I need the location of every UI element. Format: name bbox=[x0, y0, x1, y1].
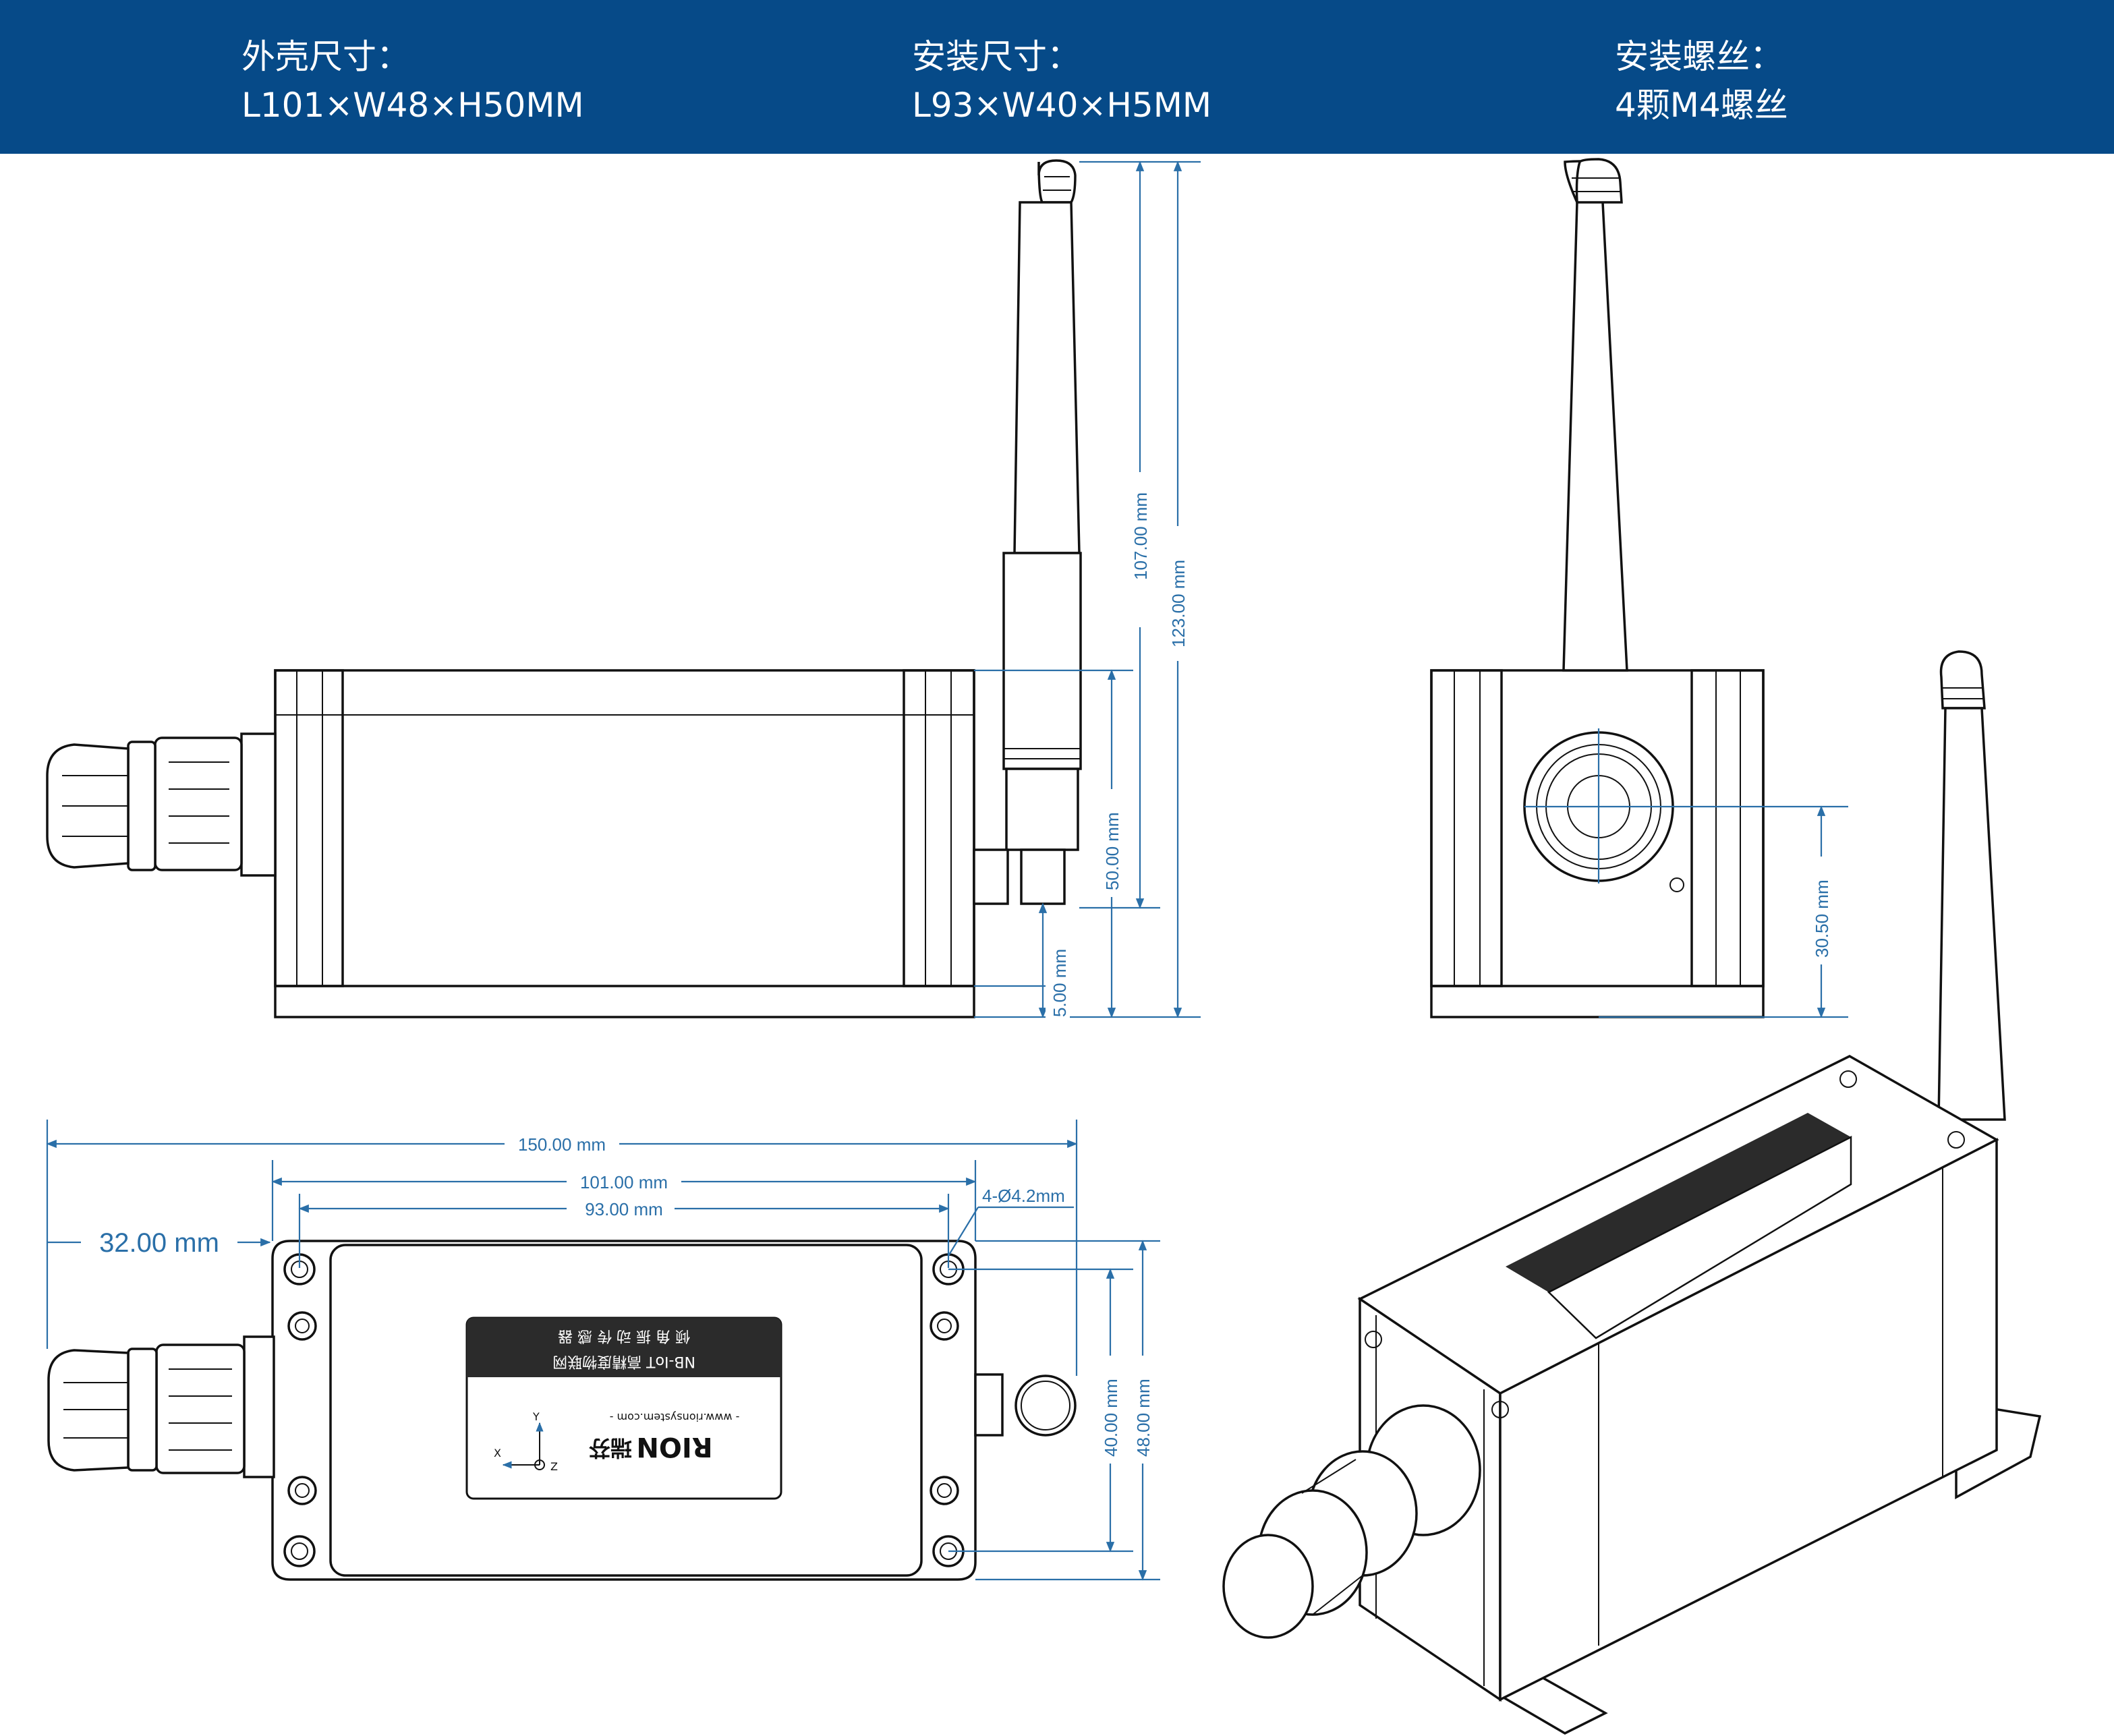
dim-gland-offset: 32.00 mm bbox=[99, 1228, 219, 1258]
dim-base-height: 5.00 mm bbox=[1050, 949, 1070, 1017]
label-url: - www.rionsystem.com - bbox=[610, 1411, 740, 1424]
dim-antenna-length: 107.00 mm bbox=[1131, 492, 1151, 580]
dim-body-height: 50.00 mm bbox=[1102, 812, 1122, 890]
product-label: 倾 角 振 动 传 感 器 NB-IoT 高精度物联网 - www.rionsy… bbox=[465, 1317, 782, 1500]
label-brand-cn: 瑞芬 bbox=[589, 1435, 632, 1461]
dim-total-length: 150.00 mm bbox=[518, 1134, 606, 1155]
iso-side-face bbox=[1499, 1138, 1998, 1702]
top-view: 倾 角 振 动 传 感 器 NB-IoT 高精度物联网 - www.rionsy… bbox=[46, 1120, 1160, 1581]
dim-shell-length: 101.00 mm bbox=[580, 1172, 668, 1192]
cable-gland bbox=[46, 732, 277, 877]
axis-x: X bbox=[494, 1447, 501, 1459]
spec-screws: 安装螺丝： 4颗M4螺丝 bbox=[1615, 32, 1788, 129]
side-body bbox=[274, 669, 975, 1018]
spec-value: 4颗M4螺丝 bbox=[1615, 86, 1788, 125]
axis-z: Z bbox=[550, 1460, 558, 1473]
dim-hole-spec: 4-Ø4.2mm bbox=[982, 1186, 1065, 1206]
dim-gland-center: 30.50 mm bbox=[1812, 879, 1832, 958]
isometric-view bbox=[1222, 650, 2042, 1735]
dim-total-height: 123.00 mm bbox=[1168, 560, 1189, 647]
spec-value: L93×W40×H5MM bbox=[912, 86, 1212, 125]
dim-mount-width: 40.00 mm bbox=[1101, 1379, 1121, 1457]
top-body bbox=[271, 1240, 977, 1581]
spec-title: 安装尺寸： bbox=[912, 37, 1081, 76]
spec-value: L101×W48×H50MM bbox=[241, 86, 584, 125]
spec-title: 安装螺丝： bbox=[1615, 37, 1783, 76]
antenna-side bbox=[973, 159, 1082, 905]
front-view: 30.50 mm bbox=[1430, 158, 1848, 1018]
side-view: 107.00 mm 123.00 mm 50.00 mm 5.00 mm bbox=[46, 159, 1201, 1018]
dim-shell-width: 48.00 mm bbox=[1133, 1379, 1153, 1457]
technical-drawing: 107.00 mm 123.00 mm 50.00 mm 5.00 mm 30.… bbox=[46, 158, 2042, 1735]
label-line1: 倾 角 振 动 传 感 器 bbox=[558, 1327, 690, 1344]
spec-title: 外壳尺寸： bbox=[241, 37, 410, 76]
spec-shell-size: 外壳尺寸： L101×W48×H50MM bbox=[241, 32, 584, 129]
front-body bbox=[1430, 669, 1765, 1018]
axis-y: Y bbox=[532, 1410, 540, 1423]
spec-mount-size: 安装尺寸： L93×W40×H5MM bbox=[912, 32, 1211, 129]
dim-mount-length: 93.00 mm bbox=[585, 1199, 663, 1219]
label-brand: RION bbox=[636, 1431, 712, 1462]
label-line2: NB-IoT 高精度物联网 bbox=[552, 1353, 695, 1370]
header-banner bbox=[0, 0, 2114, 154]
